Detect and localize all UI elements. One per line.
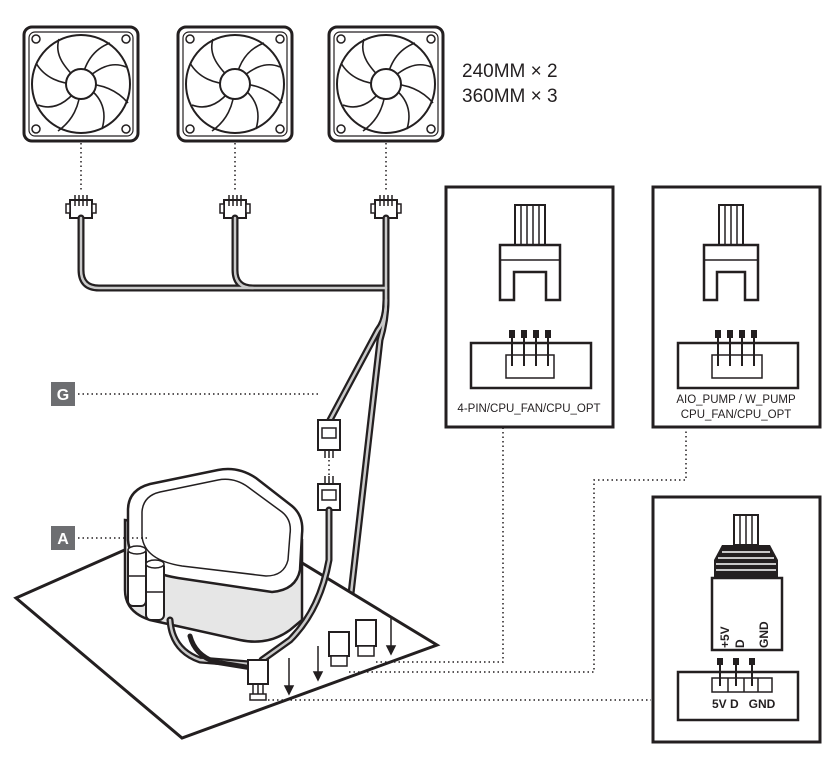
argb-plug-pin-d: D [733,639,747,648]
callout-a-label: A [57,531,69,548]
pump-cables [166,506,333,671]
fan-header-on-board [355,619,377,657]
argb-header-icon [676,658,800,722]
callout-g: G [51,382,75,406]
panel-4pin-caption: 4-PIN/CPU_FAN/CPU_OPT [457,403,600,415]
callout-g-label: G [57,387,69,404]
pump-block-icon [123,467,304,643]
pump-header-on-board [328,631,350,667]
fan-quantity-line-2: 360MM × 3 [462,86,558,107]
insert-arrows [283,618,397,696]
fan-icon [327,25,445,143]
argb-plug-pin-gnd: GND [757,621,771,648]
callout-a: A [51,526,75,550]
pump-header-icon [676,330,800,390]
4-pin-plug-icon [498,204,562,302]
extension-connector-male [317,476,341,511]
argb-connector-on-board [247,659,269,701]
fan-icon [176,25,294,143]
detail-leaders [268,428,687,701]
daisy-chain-cable [77,214,390,624]
fan-icon [22,25,140,143]
panel-pump: AIO_PUMP / W_PUMP CPU_FAN/CPU_OPT [651,185,822,429]
3-pin-argb-connector-icon [710,514,784,652]
extension-connector-female [317,419,341,458]
argb-header-label: 5V D GND [712,697,776,711]
panel-argb: +5V D GND 5V D GND [651,495,822,744]
3-pin-plug-icon [702,204,760,302]
argb-plug-pin-5v: +5V [718,626,732,648]
panel-pump-caption-line-2: CPU_FAN/CPU_OPT [681,409,792,421]
panel-pump-caption-line-1: AIO_PUMP / W_PUMP [676,394,796,406]
fan-to-connector-leaders [80,143,387,192]
4-pin-header-icon [469,330,593,390]
fan-quantity-line-1: 240MM × 2 [462,61,558,82]
panel-4pin: 4-PIN/CPU_FAN/CPU_OPT [444,185,615,429]
